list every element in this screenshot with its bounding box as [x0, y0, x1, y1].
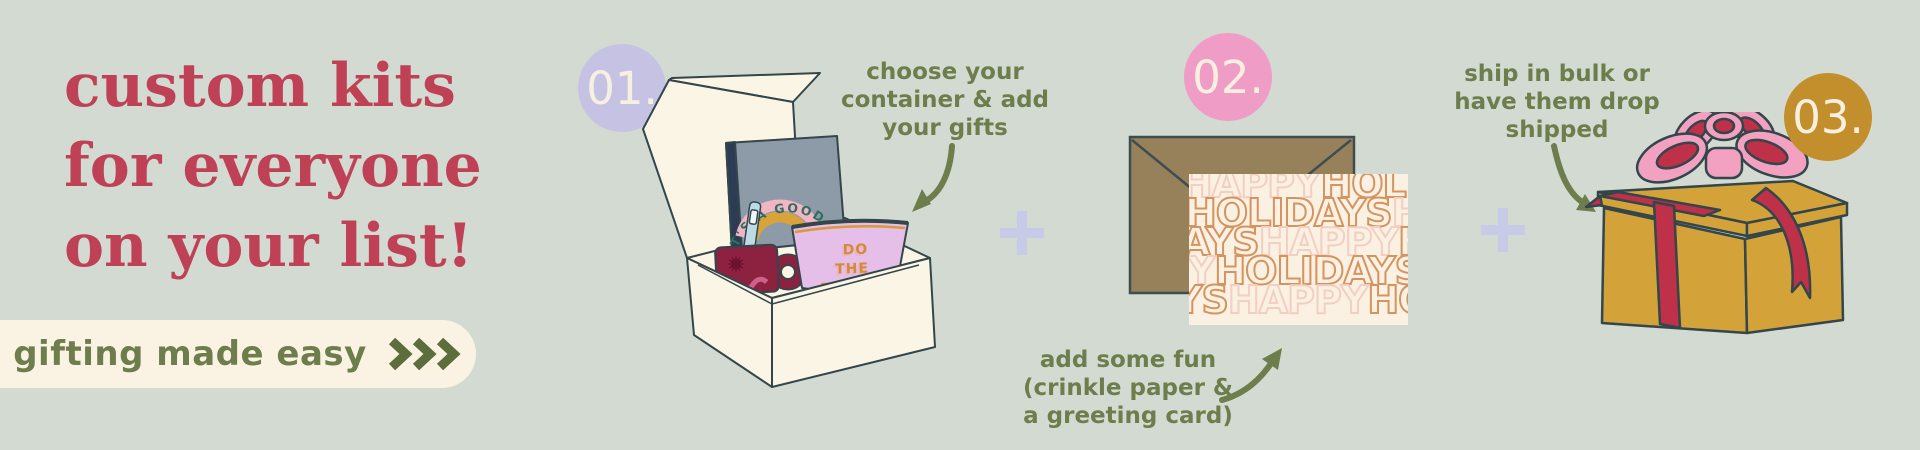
tagline-pill-button[interactable]: gifting made easy [0, 320, 476, 388]
caption-line: ship in bulk or [1464, 61, 1650, 87]
caption-line: your gifts [882, 115, 1008, 141]
card-row: PYHOLIDAYS [1189, 249, 1408, 293]
caption-line: have them drop [1454, 89, 1660, 115]
headline-line-3: on your list! [64, 211, 473, 281]
caption-line: a greeting card) [1023, 403, 1233, 429]
triple-chevron-right-icon [388, 338, 461, 370]
ribbon [1584, 186, 1812, 330]
step-3-badge: 03. [1784, 73, 1872, 161]
step-3-number: 03. [1792, 90, 1864, 144]
pouch-text-shadow-1: DO [841, 244, 867, 261]
curved-arrow-down-left-icon [912, 143, 955, 212]
caption-line: choose your [866, 59, 1024, 85]
card-row: YSHAPPYHO [1189, 278, 1408, 322]
step-2-caption: add some fun (crinkle paper & a greeting… [1008, 346, 1248, 430]
caption-line: shipped [1505, 117, 1609, 143]
step-2-badge: 02. [1184, 33, 1272, 121]
pouch-text-1: DO [842, 242, 868, 259]
pouch-text-2: THE [835, 261, 869, 278]
headline-line-2: for everyone [64, 131, 482, 201]
plus-separator-icon [1481, 208, 1525, 252]
box-front-right-face [771, 257, 936, 388]
gift-lid-edge-right [1745, 201, 1849, 238]
step-3-caption: ship in bulk or have them drop shipped [1437, 60, 1677, 144]
step-1-caption: choose your container & add your gifts [825, 58, 1065, 142]
caption-line: add some fun [1039, 347, 1217, 373]
caption-line: container & add [840, 87, 1050, 113]
step-1-badge: 01. [578, 44, 666, 132]
step-2-number: 02. [1192, 50, 1264, 104]
headline: custom kits for everyone on your list! [64, 46, 504, 286]
card-row: HAPPYHOLID [1189, 174, 1408, 206]
curved-arrow-up-right-icon [1219, 348, 1282, 403]
tagline-label: gifting made easy [13, 334, 367, 374]
plus-separator-icon [1000, 211, 1044, 255]
bow-icon [1635, 112, 1809, 184]
starburst-icon [727, 255, 745, 273]
step-1-number: 01. [586, 61, 658, 115]
headline-line-1: custom kits [64, 51, 456, 121]
card-row: AYSHAPPYH [1189, 220, 1408, 264]
wrapped-gift-illustration [1584, 112, 1849, 335]
caption-line: (crinkle paper & [1023, 375, 1233, 401]
open-gift-box-illustration: IT'S A GOOD DAY [520, 40, 936, 388]
